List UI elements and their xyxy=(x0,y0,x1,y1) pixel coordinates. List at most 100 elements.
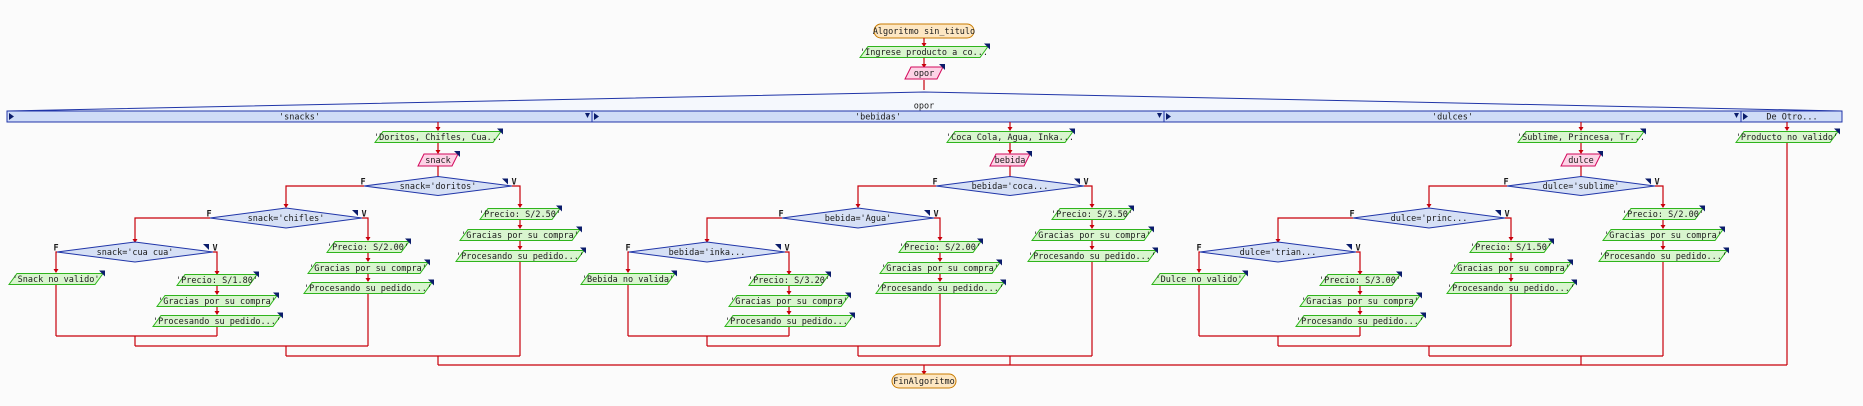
processing3-1[interactable] xyxy=(724,315,854,327)
edit-corner-icon[interactable] xyxy=(428,279,434,286)
flow-arrow xyxy=(1578,127,1584,131)
list-output-1[interactable] xyxy=(946,131,1074,143)
price1-1[interactable] xyxy=(1051,208,1133,220)
read-2[interactable] xyxy=(1560,153,1602,167)
case-dropdown-icon[interactable] xyxy=(1734,113,1739,118)
edit-corner-icon[interactable] xyxy=(1420,312,1426,319)
edit-corner-icon[interactable] xyxy=(1723,247,1729,254)
thanks2-2[interactable] xyxy=(1450,262,1572,274)
edit-corner-icon[interactable] xyxy=(1567,259,1573,266)
processing2-2[interactable] xyxy=(1446,282,1576,294)
processing3-0[interactable] xyxy=(152,315,282,327)
edit-corner-icon[interactable] xyxy=(1548,238,1554,245)
price1-2[interactable] xyxy=(1622,208,1704,220)
edit-corner-icon[interactable] xyxy=(1719,226,1725,233)
price2-1[interactable] xyxy=(898,241,982,253)
thanks1-0[interactable] xyxy=(459,229,581,241)
edit-corner-icon[interactable] xyxy=(825,271,831,278)
edit-corner-icon[interactable] xyxy=(580,247,586,254)
edit-corner-icon[interactable] xyxy=(977,238,983,245)
processing3-1-shape xyxy=(724,315,854,327)
edit-corner-icon[interactable] xyxy=(939,64,945,70)
edit-corner-icon[interactable] xyxy=(1645,178,1651,185)
edit-corner-icon[interactable] xyxy=(253,271,259,278)
edit-corner-icon[interactable] xyxy=(1242,270,1248,277)
price3-1[interactable] xyxy=(748,274,830,286)
case-dropdown-icon[interactable] xyxy=(1157,113,1162,118)
list-output-2[interactable] xyxy=(1517,131,1645,143)
invalid-0[interactable] xyxy=(8,273,104,285)
price3-2[interactable] xyxy=(1319,274,1401,286)
flow-line xyxy=(285,185,364,207)
edit-corner-icon[interactable] xyxy=(352,210,358,216)
list-output-0[interactable] xyxy=(374,131,502,143)
invalid-2[interactable] xyxy=(1151,273,1247,285)
edit-corner-icon[interactable] xyxy=(576,226,582,233)
processing1-2[interactable] xyxy=(1598,250,1728,262)
edit-corner-icon[interactable] xyxy=(99,270,105,277)
edit-corner-icon[interactable] xyxy=(1571,279,1577,286)
edit-corner-icon[interactable] xyxy=(273,292,279,299)
processing1-0[interactable] xyxy=(455,250,585,262)
edit-corner-icon[interactable] xyxy=(1834,128,1840,135)
edit-corner-icon[interactable] xyxy=(984,43,990,50)
edit-corner-icon[interactable] xyxy=(845,292,851,299)
prompt-output[interactable] xyxy=(859,46,989,58)
decision1-0-label: snack='doritos' xyxy=(400,182,477,192)
edit-corner-icon[interactable] xyxy=(924,210,930,216)
edit-corner-icon[interactable] xyxy=(203,244,209,250)
edit-corner-icon[interactable] xyxy=(1640,128,1646,135)
edit-corner-icon[interactable] xyxy=(497,128,503,135)
edit-corner-icon[interactable] xyxy=(454,151,460,157)
edit-corner-icon[interactable] xyxy=(1069,128,1075,135)
edit-corner-icon[interactable] xyxy=(1597,151,1603,157)
end-terminator[interactable] xyxy=(891,373,957,389)
case-left-marker-icon xyxy=(9,113,14,120)
thanks1-2[interactable] xyxy=(1602,229,1724,241)
edit-corner-icon[interactable] xyxy=(1495,210,1501,216)
case-dropdown-icon[interactable] xyxy=(585,113,590,118)
edit-corner-icon[interactable] xyxy=(1699,205,1705,212)
edit-corner-icon[interactable] xyxy=(996,259,1002,266)
edit-corner-icon[interactable] xyxy=(1000,279,1006,286)
processing2-0[interactable] xyxy=(303,282,433,294)
edit-corner-icon[interactable] xyxy=(775,244,781,250)
edit-corner-icon[interactable] xyxy=(1416,292,1422,299)
thanks3-2[interactable] xyxy=(1299,295,1421,307)
edit-corner-icon[interactable] xyxy=(1148,226,1154,233)
case-tab-otherwise[interactable] xyxy=(1740,110,1843,123)
edit-corner-icon[interactable] xyxy=(277,312,283,319)
processing1-0-label: 'Procesando su pedido...' xyxy=(456,252,584,262)
price2-2[interactable] xyxy=(1469,241,1553,253)
processing3-2[interactable] xyxy=(1295,315,1425,327)
price2-0[interactable] xyxy=(326,241,410,253)
invalid-1[interactable] xyxy=(580,273,676,285)
edit-corner-icon[interactable] xyxy=(502,178,508,185)
thanks2-1[interactable] xyxy=(879,262,1001,274)
flag-v: V xyxy=(784,244,789,254)
edit-corner-icon[interactable] xyxy=(1152,247,1158,254)
edit-corner-icon[interactable] xyxy=(1074,178,1080,185)
thanks3-1[interactable] xyxy=(728,295,850,307)
edit-corner-icon[interactable] xyxy=(1346,244,1352,250)
list-output-2-label: 'Sublime, Princesa, Tr... xyxy=(1517,133,1645,143)
edit-corner-icon[interactable] xyxy=(1026,151,1032,157)
edit-corner-icon[interactable] xyxy=(1396,271,1402,278)
edit-corner-icon[interactable] xyxy=(556,205,562,212)
read-1[interactable] xyxy=(989,153,1031,167)
thanks3-0[interactable] xyxy=(156,295,278,307)
edit-corner-icon[interactable] xyxy=(405,238,411,245)
thanks2-0[interactable] xyxy=(307,262,429,274)
thanks1-1[interactable] xyxy=(1031,229,1153,241)
edit-corner-icon[interactable] xyxy=(671,270,677,277)
processing2-1[interactable] xyxy=(875,282,1005,294)
read-0[interactable] xyxy=(417,153,459,167)
price3-0[interactable] xyxy=(176,274,258,286)
price1-0[interactable] xyxy=(479,208,561,220)
edit-corner-icon[interactable] xyxy=(424,259,430,266)
edit-corner-icon[interactable] xyxy=(849,312,855,319)
processing1-1[interactable] xyxy=(1027,250,1157,262)
otherwise-output[interactable] xyxy=(1735,131,1839,143)
read-opor[interactable] xyxy=(904,66,944,80)
edit-corner-icon[interactable] xyxy=(1128,205,1134,212)
